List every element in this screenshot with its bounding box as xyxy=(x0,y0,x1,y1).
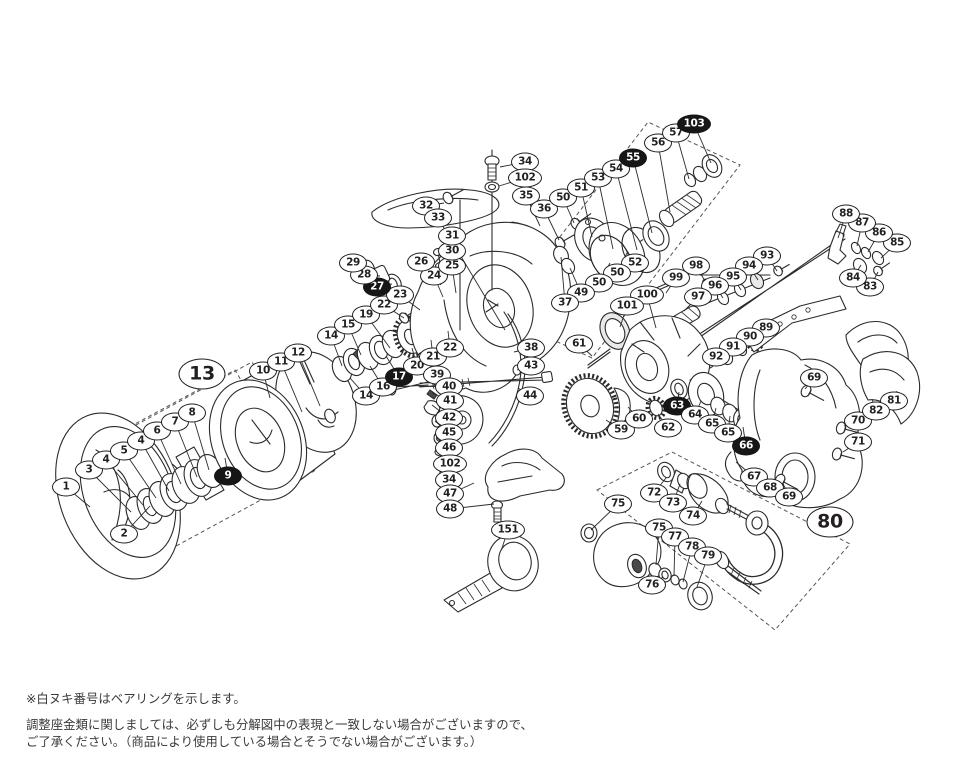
part-label-61: 61 xyxy=(565,334,593,354)
part-label-151: 151 xyxy=(491,520,525,540)
part-label-79: 79 xyxy=(694,546,722,566)
part-label-92: 92 xyxy=(702,347,730,367)
part-label-44: 44 xyxy=(516,386,544,406)
part-label-75: 75 xyxy=(604,494,632,514)
spool-drawing xyxy=(208,351,357,501)
part-label-76: 76 xyxy=(638,575,666,595)
part-label-8: 8 xyxy=(178,403,206,423)
part-label-65: 65 xyxy=(714,423,742,443)
part-label-41: 41 xyxy=(436,391,464,411)
bearing-note: ※白ヌキ番号はベアリングを示します。 xyxy=(26,691,246,706)
part-label-12: 12 xyxy=(284,343,312,363)
part-label-60: 60 xyxy=(625,409,653,429)
part-label-55: 55 xyxy=(619,148,647,168)
footnotes: ※白ヌキ番号はベアリングを示します。 調整座金類に関しましては、必ずしも分解図中… xyxy=(26,690,533,750)
handle-drawing xyxy=(580,461,784,611)
part-label-73: 73 xyxy=(659,493,687,513)
part-label-1: 1 xyxy=(52,477,80,497)
part-label-99: 99 xyxy=(662,268,690,288)
bail-screw-34 xyxy=(484,155,500,181)
part-label-48: 48 xyxy=(436,499,464,519)
part-label-35: 35 xyxy=(512,186,540,206)
rotor-drawing xyxy=(587,312,711,406)
part-label-23: 23 xyxy=(386,285,414,305)
part-label-82: 82 xyxy=(862,401,890,421)
part-label-80: 80 xyxy=(806,506,854,538)
part-label-74: 74 xyxy=(679,506,707,526)
handle-group-box xyxy=(596,451,851,631)
part-label-22: 22 xyxy=(436,338,464,358)
part-label-103: 103 xyxy=(677,114,711,134)
part-label-71: 71 xyxy=(844,432,872,452)
part-label-26: 26 xyxy=(407,252,435,272)
part-label-102: 102 xyxy=(508,168,542,188)
part-label-62: 62 xyxy=(654,418,682,438)
part-label-69: 69 xyxy=(775,487,803,507)
disclaimer-line-1: 調整座金類に関しましては、必ずしも分解図中の表現と一致しない場合がございますので… xyxy=(26,717,533,733)
part-label-84: 84 xyxy=(839,268,867,288)
part-label-97: 97 xyxy=(684,287,712,307)
pinion-assembly-drawing xyxy=(560,154,723,286)
part-label-29: 29 xyxy=(339,253,367,273)
part-label-13: 13 xyxy=(178,358,226,390)
part-label-88: 88 xyxy=(832,204,860,224)
part-label-43: 43 xyxy=(517,356,545,376)
part-label-2: 2 xyxy=(110,524,138,544)
lever-screw-48 xyxy=(490,500,504,523)
part-label-33: 33 xyxy=(424,208,452,228)
part-label-101: 101 xyxy=(610,296,644,316)
part-label-36: 36 xyxy=(530,199,558,219)
tool-drawing xyxy=(443,534,539,613)
part-label-37: 37 xyxy=(551,293,579,313)
part-label-38: 38 xyxy=(517,338,545,358)
part-label-98: 98 xyxy=(682,256,710,276)
disclaimer-line-2: ご了承ください。（商品により使用している場合とそうでない場合がございます。） xyxy=(26,734,483,750)
part-label-9: 9 xyxy=(214,466,242,486)
part-label-66: 66 xyxy=(732,436,760,456)
part-label-69: 69 xyxy=(800,368,828,388)
part-label-31: 31 xyxy=(438,226,466,246)
